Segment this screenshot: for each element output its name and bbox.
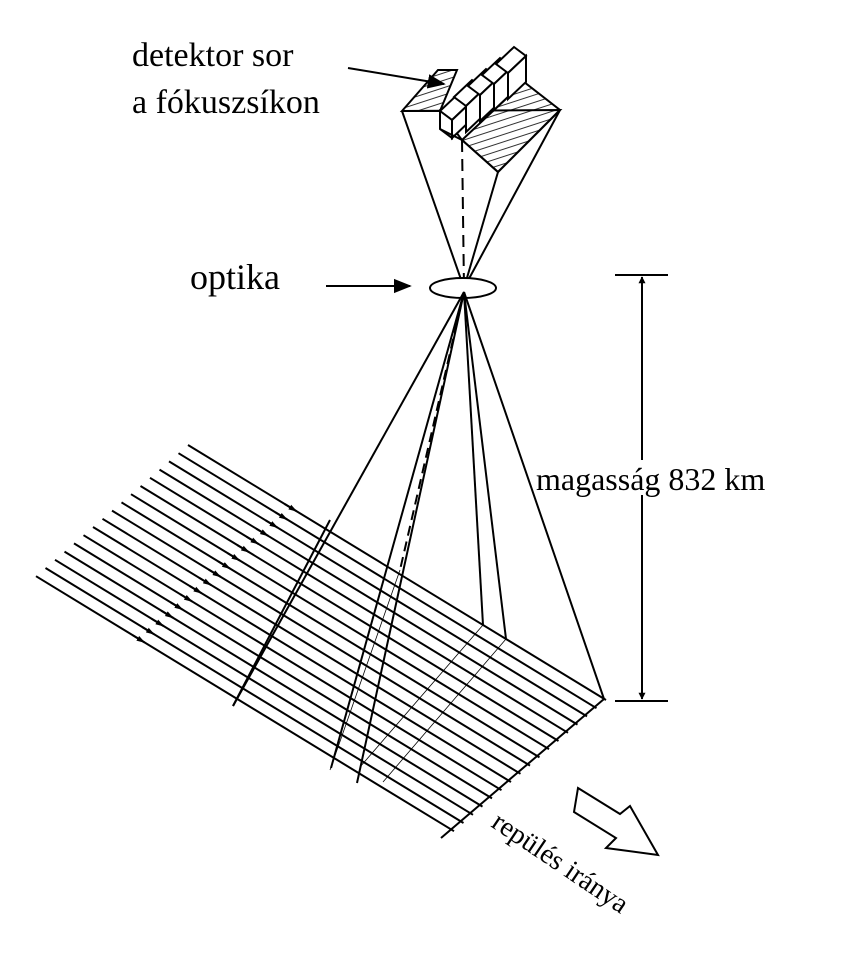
scan-line-arrow bbox=[217, 560, 231, 570]
scan-line-arrow bbox=[141, 626, 155, 636]
scan-line-arrow bbox=[179, 593, 193, 603]
scan-line bbox=[177, 452, 598, 710]
detector-row bbox=[438, 45, 528, 141]
ground-scan-lines bbox=[35, 444, 607, 833]
altitude-label: magasság 832 km bbox=[536, 461, 765, 497]
projection-cone bbox=[401, 109, 561, 289]
scan-line bbox=[130, 493, 550, 751]
scan-line bbox=[111, 509, 531, 767]
detector-pointer-arrow bbox=[347, 67, 446, 89]
scan-line bbox=[149, 476, 569, 734]
swath-edges bbox=[232, 519, 605, 839]
scan-line bbox=[63, 550, 484, 808]
scan-line bbox=[187, 444, 607, 701]
scan-line bbox=[73, 542, 493, 800]
scan-line-arrow bbox=[170, 601, 184, 611]
optics-label: optika bbox=[190, 257, 280, 297]
scan-line-arrow bbox=[246, 535, 260, 545]
scan-line bbox=[120, 501, 541, 759]
altitude-indicator bbox=[615, 274, 668, 702]
scan-line bbox=[35, 575, 455, 833]
scan-line-arrow bbox=[265, 519, 279, 529]
scan-line-arrow bbox=[198, 576, 212, 586]
ground-footprint-grid bbox=[329, 569, 507, 783]
scan-line-arrow bbox=[274, 511, 288, 521]
scan-line-arrow bbox=[189, 585, 203, 595]
scan-line bbox=[101, 517, 522, 775]
scan-line-arrow bbox=[160, 609, 174, 619]
scan-line-arrow bbox=[227, 552, 241, 562]
scan-line-arrow bbox=[236, 544, 250, 554]
scan-line bbox=[92, 526, 512, 783]
detector-label-line1: detektor sor bbox=[132, 37, 294, 74]
scan-line bbox=[82, 534, 503, 792]
ground-rays bbox=[232, 291, 605, 784]
flight-direction-arrow bbox=[572, 786, 660, 857]
scan-line bbox=[158, 468, 579, 726]
scan-line-arrow bbox=[255, 527, 269, 537]
scan-line-arrow bbox=[132, 634, 146, 644]
scan-line bbox=[168, 460, 588, 718]
scan-line-arrow bbox=[151, 617, 165, 627]
scan-line bbox=[44, 567, 465, 824]
scan-line bbox=[139, 485, 560, 742]
scan-line bbox=[54, 558, 474, 816]
scan-line-arrow bbox=[284, 503, 298, 513]
scan-line-arrow bbox=[208, 568, 222, 578]
detector-label-line2: a fókuszsíkon bbox=[132, 84, 320, 121]
